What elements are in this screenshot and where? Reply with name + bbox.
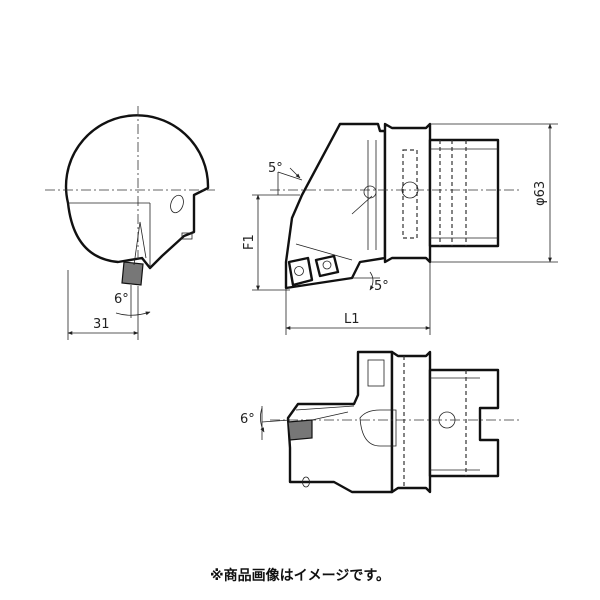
angle-5-top-arc bbox=[289, 167, 301, 179]
end-view-clamp-slot bbox=[181, 232, 193, 240]
top-view-shank bbox=[428, 368, 500, 478]
top-view-clamp-arm bbox=[311, 411, 349, 421]
angle-5-insert-label: 5° bbox=[374, 279, 389, 294]
angle-6-bottom-ray bbox=[261, 419, 291, 423]
side-view-clamp-block bbox=[314, 254, 340, 278]
image-disclaimer: ※商品画像はイメージです。 bbox=[210, 568, 390, 584]
end-view-coolant-hole bbox=[170, 194, 184, 214]
dim-f1-label: F1 bbox=[242, 234, 257, 250]
dim-l1-label: L1 bbox=[344, 312, 360, 327]
top-view: 6° bbox=[240, 350, 520, 494]
dim-31-label: 31 bbox=[93, 317, 110, 332]
top-view-small-hole bbox=[302, 476, 310, 488]
insert-seat-line bbox=[295, 243, 353, 261]
end-view: 31 6° bbox=[45, 106, 215, 340]
top-view-clamp-cam bbox=[359, 409, 397, 447]
angle-5-top-ray bbox=[277, 171, 303, 181]
side-view-shank bbox=[428, 138, 500, 248]
top-view-seat-line bbox=[295, 405, 355, 411]
side-view-insert bbox=[287, 256, 314, 287]
end-view-insert bbox=[121, 261, 144, 286]
side-view-flange bbox=[383, 122, 432, 264]
end-view-outline bbox=[64, 114, 210, 270]
end-view-clamp bbox=[133, 221, 147, 266]
side-view-insert-hole bbox=[294, 266, 304, 276]
side-view-clamp-hole bbox=[322, 260, 332, 270]
angle-6-bottom-label: 6° bbox=[240, 412, 255, 427]
top-view-notch bbox=[367, 359, 385, 387]
angle-6-left-arc bbox=[115, 311, 151, 316]
angle-6-left-label: 6° bbox=[114, 292, 129, 307]
dim-63-label: φ63 bbox=[533, 181, 548, 206]
side-view: 5° 5° F1 L1 φ63 bbox=[242, 122, 558, 335]
angle-5-top-label: 5° bbox=[268, 161, 283, 176]
top-view-flange bbox=[390, 350, 432, 494]
angle-5-insert-arc bbox=[369, 271, 374, 291]
clamp-screw-leader bbox=[351, 195, 373, 215]
side-view-head bbox=[284, 122, 387, 290]
angle-6-bottom-arc bbox=[260, 407, 265, 433]
top-view-insert bbox=[287, 419, 313, 441]
